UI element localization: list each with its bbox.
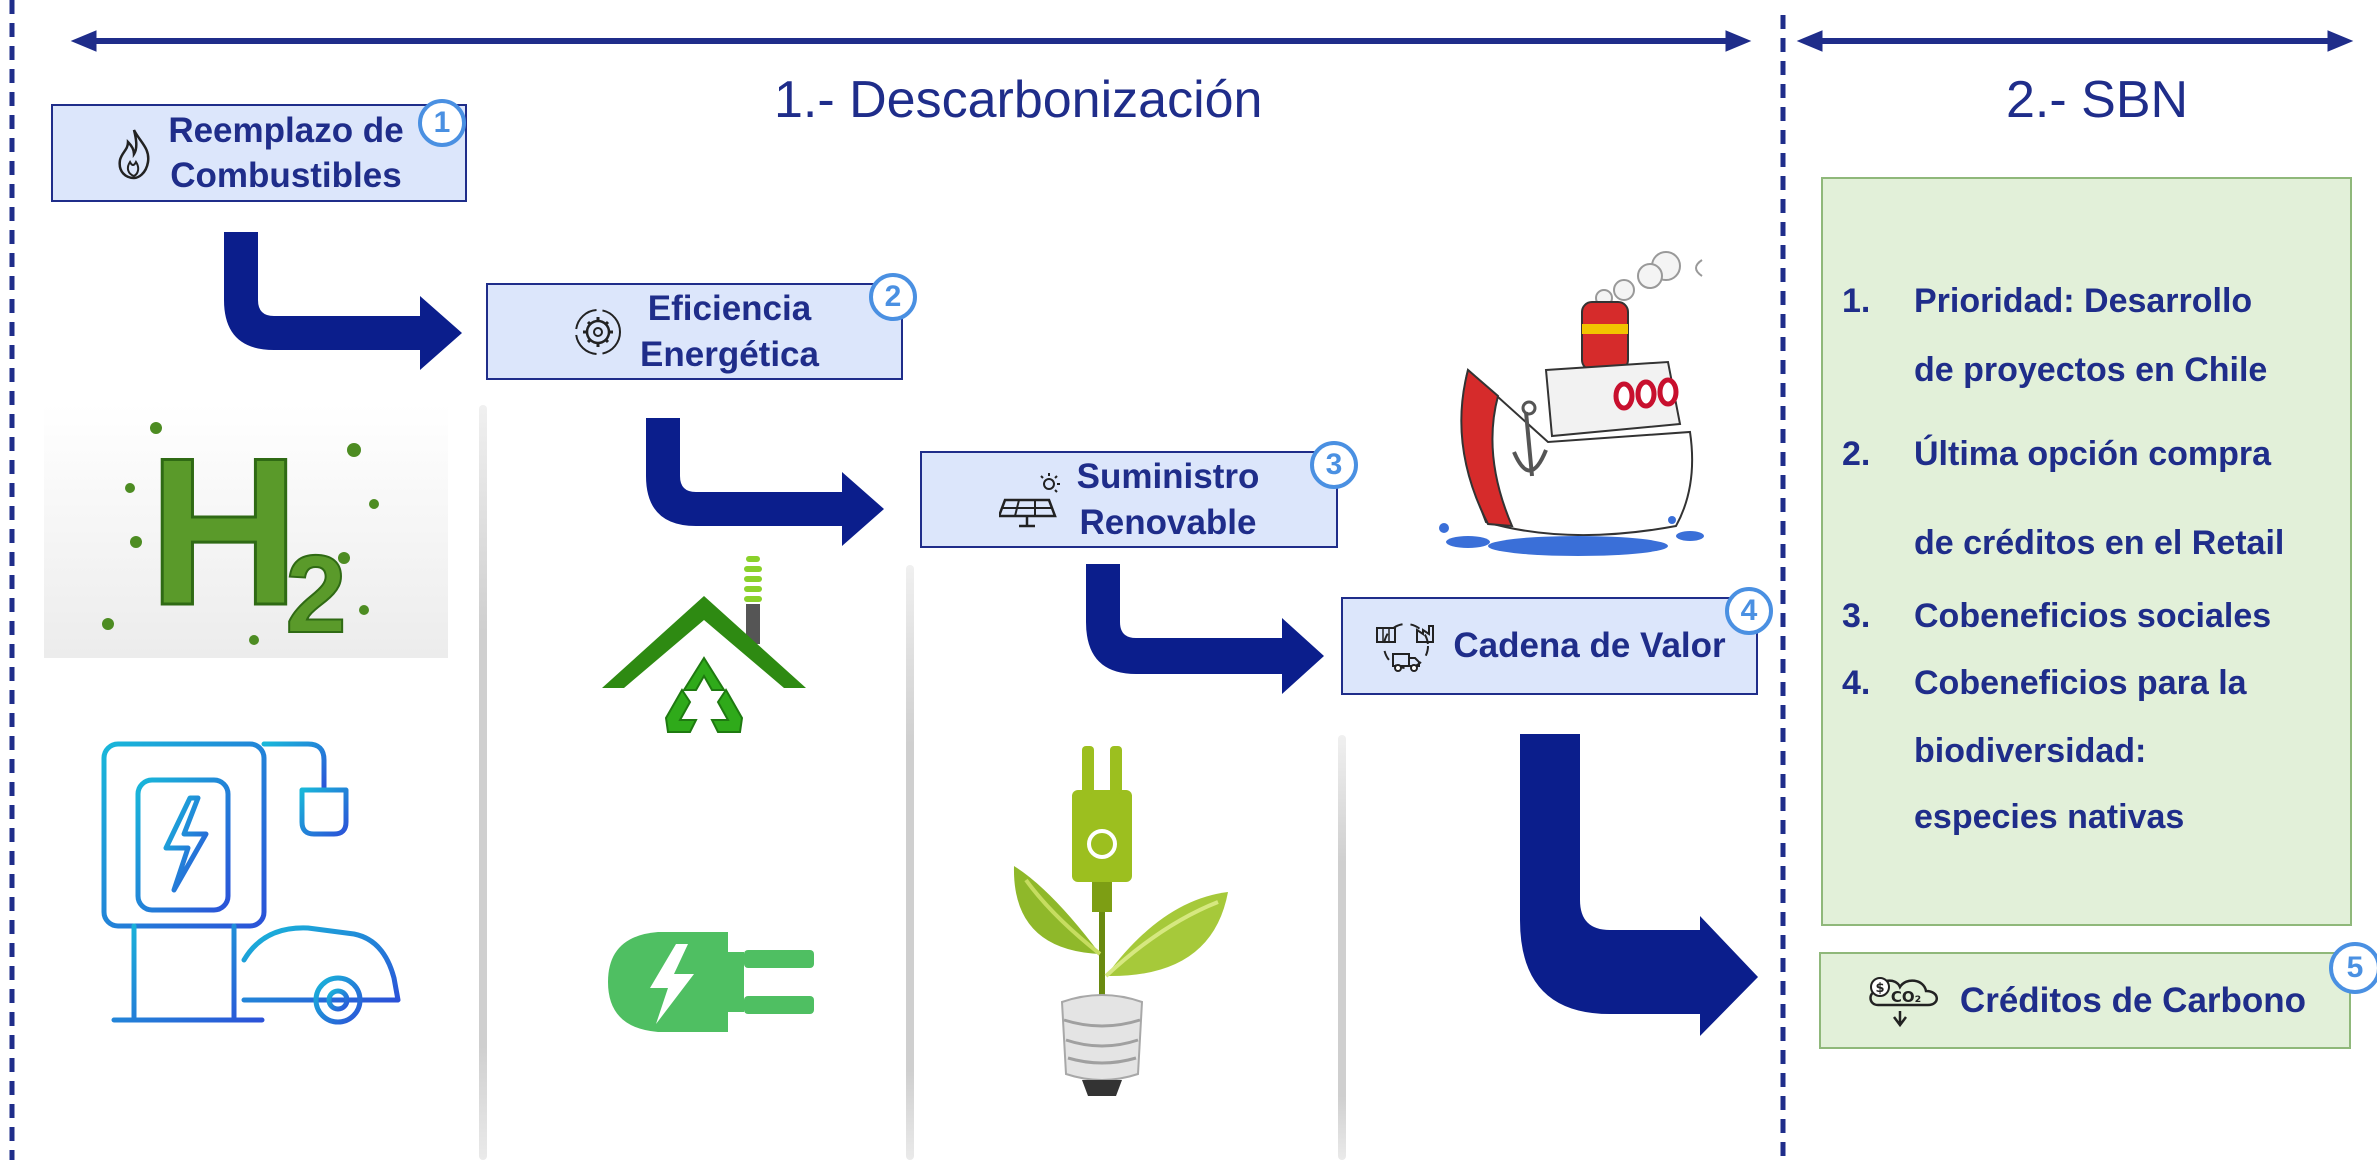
supply-chain-icon — [1373, 618, 1439, 674]
sbn-item-4-line2: biodiversidad: — [1914, 732, 2147, 770]
arrow-step2-to-step3 — [646, 418, 884, 546]
step-2-badge: 2 — [869, 273, 917, 321]
step-energy-efficiency: Eficiencia Energética — [486, 283, 903, 380]
hydrogen-subscript: 2 — [285, 533, 346, 656]
arrow-step4-to-step5 — [1520, 734, 1758, 1036]
sbn-arrow-right-head — [2327, 30, 2354, 52]
step-4-badge: 4 — [1725, 587, 1773, 635]
sbn-item-2-line2: de créditos en el Retail — [1914, 524, 2285, 562]
step-1-label-line2: Combustibles — [170, 156, 402, 195]
step-3-badge: 3 — [1310, 441, 1358, 489]
step-carbon-credits: $ CO₂ Créditos de Carbono — [1819, 952, 2351, 1049]
sbn-item-1-line1: Prioridad: Desarrollo — [1914, 282, 2253, 320]
step-5-badge: 5 — [2329, 942, 2377, 994]
section-arrows — [70, 30, 2354, 52]
svg-text:CO₂: CO₂ — [1891, 988, 1921, 1006]
step-1-badge: 1 — [418, 99, 466, 147]
column-separator-3 — [1338, 735, 1346, 1160]
arrow-step1-to-step2 — [224, 232, 462, 370]
step-2-label-line1: Eficiencia — [647, 289, 812, 328]
sbn-item-4-line3: especies nativas — [1914, 798, 2185, 836]
green-house-illustration — [602, 556, 806, 770]
step-4-label: Cadena de Valor — [1453, 626, 1726, 666]
arrow-step3-to-step4 — [1086, 564, 1324, 694]
sbn-title: 2.- SBN — [2006, 71, 2189, 129]
sbn-item-3-line1: Cobeneficios sociales — [1914, 597, 2272, 635]
hydrogen-letter: H — [148, 414, 300, 649]
co2-credit-icon: $ CO₂ — [1864, 971, 1946, 1031]
flame-icon — [114, 126, 154, 180]
decarbonization-arrow-right-head — [1725, 30, 1752, 52]
green-plug-illustration — [608, 932, 814, 1032]
step-2-label-line2: Energética — [640, 334, 819, 374]
sbn-item-2-number: 2. — [1842, 435, 1871, 473]
step-renewable-supply: Suministro Renovable — [920, 451, 1338, 548]
sbn-priorities-panel — [1821, 177, 2352, 926]
step-fuel-replacement: Reemplazo de Combustibles — [51, 104, 467, 202]
sbn-item-3-number: 3. — [1842, 597, 1871, 635]
step-1-label-line1: Reemplazo de — [168, 110, 404, 150]
sbn-item-2-line1: Última opción compra — [1914, 435, 2272, 473]
sbn-item-1-line2: de proyectos en Chile — [1914, 351, 2268, 389]
ship-illustration — [1439, 251, 1704, 556]
solar-panel-icon — [998, 472, 1063, 528]
sbn-item-4-number: 4. — [1842, 664, 1871, 702]
column-separator-2 — [906, 565, 914, 1160]
sbn-item-1-number: 1. — [1842, 282, 1871, 320]
step-3-label-line1: Suministro — [1076, 457, 1260, 496]
step-3-label-line2: Renovable — [1079, 502, 1257, 542]
svg-text:$: $ — [1875, 981, 1884, 996]
sbn-arrow-left-head — [1796, 30, 1823, 52]
eco-bulb-illustration — [1013, 746, 1228, 1096]
step-value-chain: Cadena de Valor — [1341, 597, 1758, 695]
decarbonization-title: 1.- Descarbonización — [774, 71, 1263, 129]
step-5-label: Créditos de Carbono — [1959, 980, 2307, 1020]
column-separator-1 — [479, 405, 487, 1160]
decarbonization-arrow-left-head — [70, 30, 97, 52]
ev-charger-illustration — [101, 741, 401, 1025]
hydrogen-illustration: H 2 — [44, 404, 448, 658]
gear-cycle-icon — [570, 304, 626, 360]
sbn-item-4-line1: Cobeneficios para la — [1914, 664, 2247, 702]
